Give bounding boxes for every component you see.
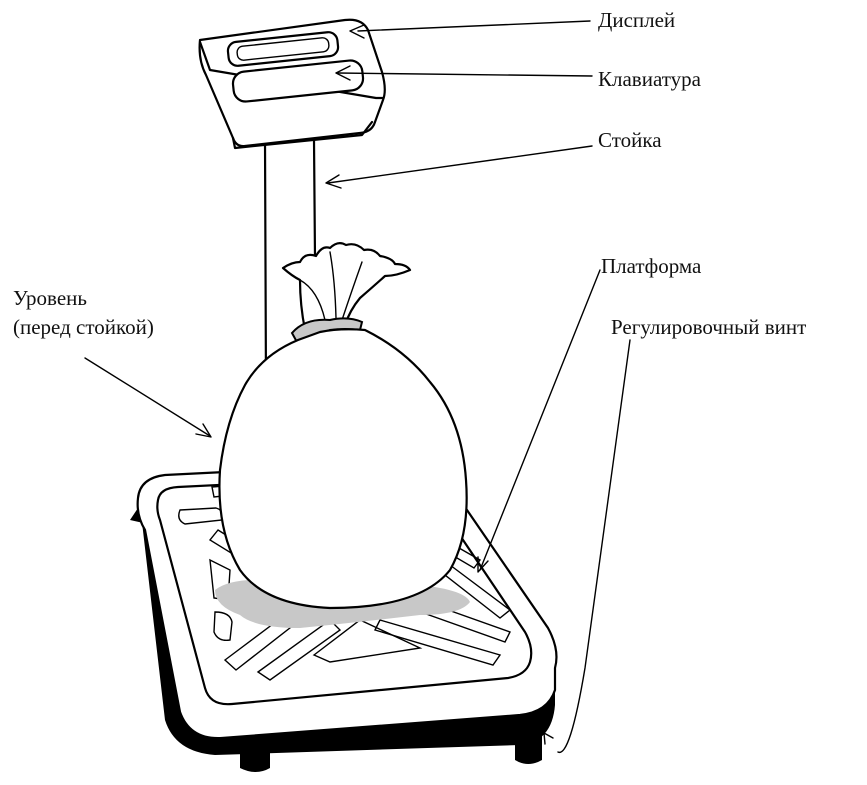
bag-ruffle [283, 243, 410, 330]
screw-leader [558, 340, 630, 752]
label-level-line1: Уровень [13, 286, 87, 310]
label-platform: Платформа [601, 254, 702, 278]
label-stand: Стойка [598, 128, 662, 152]
bag-body [219, 329, 466, 608]
display-leader [358, 21, 590, 31]
label-adjusting-screw: Регулировочный винт [611, 315, 806, 339]
label-display: Дисплей [598, 8, 675, 32]
indicator-head [200, 20, 385, 148]
label-level-line2: (перед стойкой) [13, 315, 154, 339]
stand-leader [328, 146, 592, 183]
screw-arrowhead [544, 733, 553, 744]
labels: Дисплей Клавиатура Стойка Платформа Уров… [13, 8, 806, 339]
platform-leader [480, 270, 600, 570]
level-leader [85, 358, 210, 436]
label-keyboard: Клавиатура [598, 67, 702, 91]
bag [219, 243, 466, 608]
